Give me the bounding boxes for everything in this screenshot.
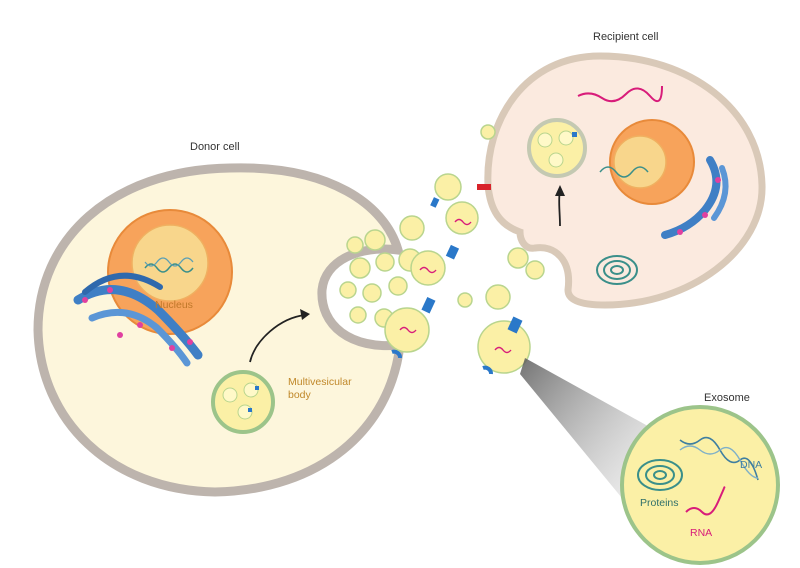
endosome	[527, 118, 587, 178]
exosome-label: Exosome	[704, 392, 750, 404]
rna-strand	[577, 85, 663, 103]
proteins-label: Proteins	[640, 497, 679, 509]
golgi-icon	[661, 156, 729, 239]
nucleus-label: Nucleus	[155, 299, 193, 311]
donor-cell-label: Donor cell	[190, 141, 240, 153]
exosome-zoom	[620, 405, 780, 565]
rna-strand	[685, 486, 726, 516]
protein-icon	[637, 459, 683, 491]
multivesicular-line1: Multivesicular	[288, 376, 352, 388]
recipient-nucleolus	[613, 135, 667, 189]
secretion-arrow	[249, 314, 306, 363]
dna-icon	[679, 436, 759, 481]
golgi-icon	[73, 272, 203, 367]
protein-icon	[596, 255, 638, 285]
donor-cell-membrane	[33, 163, 406, 497]
multivesicular-line2: body	[288, 389, 311, 401]
rna-label: RNA	[690, 527, 713, 539]
donor-cell	[33, 163, 406, 497]
receptor	[477, 184, 491, 190]
recipient-cell	[477, 52, 766, 309]
multivesicular-body-label: Multivesicular body	[288, 376, 352, 402]
exosome-swarm	[339, 124, 545, 375]
multivesicular-body	[211, 370, 275, 434]
dna-label: DNA	[740, 459, 763, 471]
recipient-cell-label: Recipient cell	[593, 31, 659, 43]
